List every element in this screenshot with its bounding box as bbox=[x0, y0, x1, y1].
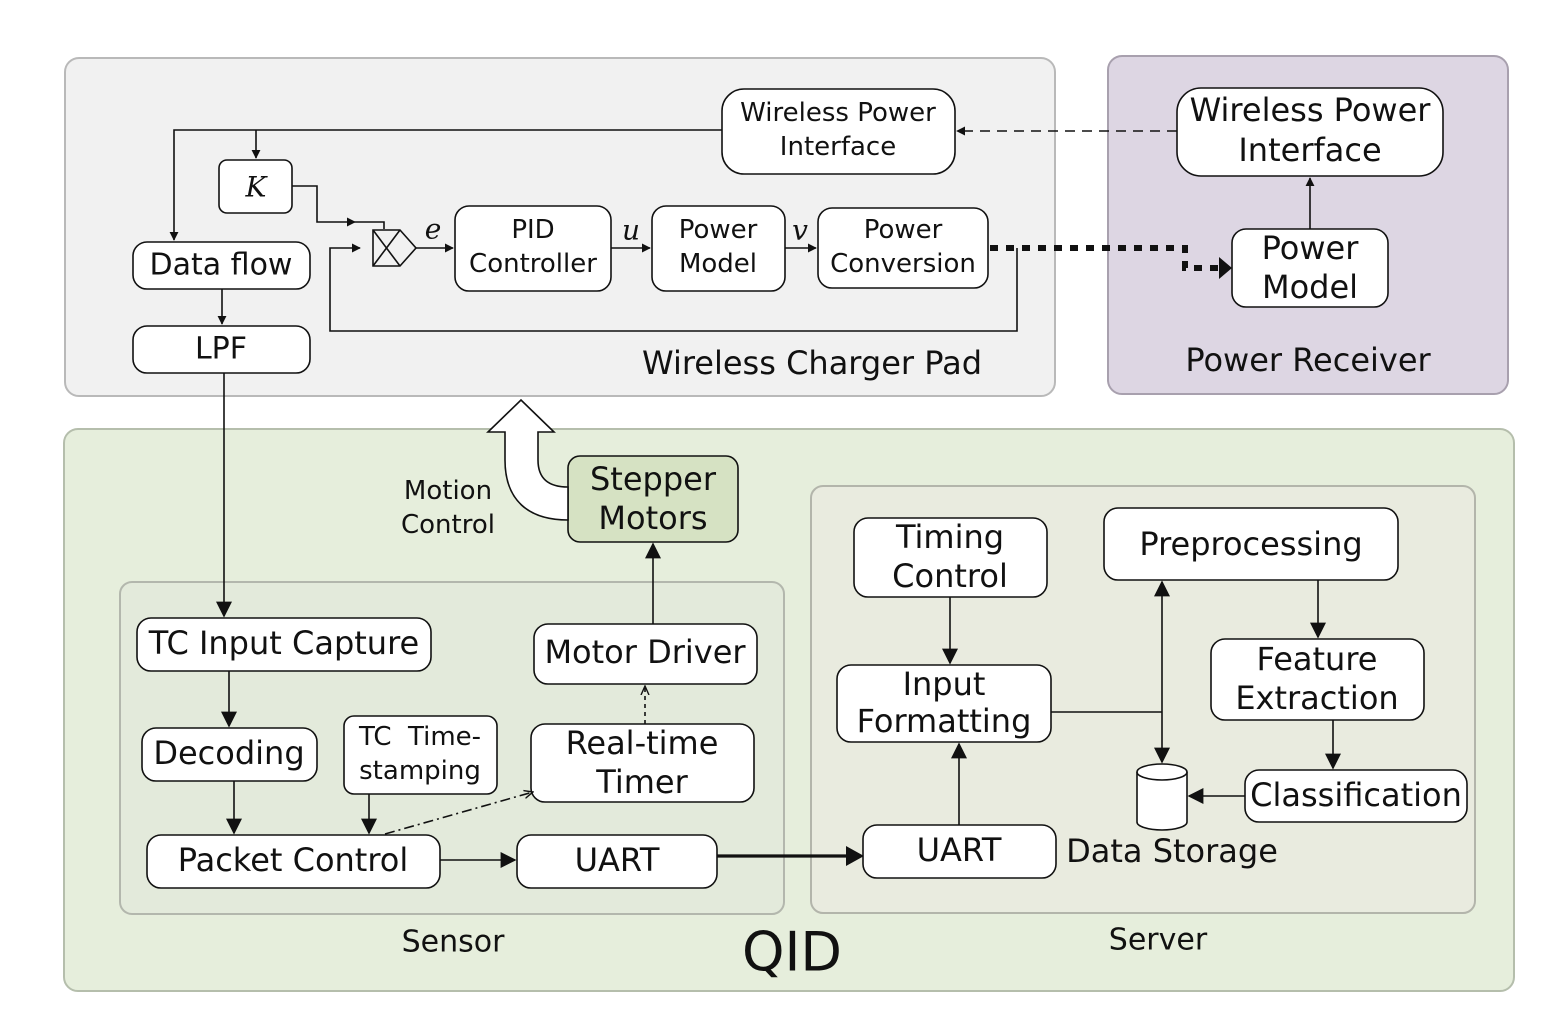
feature-extraction-block: Feature Extraction bbox=[1210, 638, 1425, 721]
tc-timestamping-line1: TC Time- bbox=[358, 722, 481, 752]
data-flow-label: Data flow bbox=[150, 248, 293, 283]
stepper-motors-block: Stepper Motors bbox=[567, 455, 739, 543]
server-uart-label: UART bbox=[917, 831, 1002, 869]
timing-control-line2: Control bbox=[892, 557, 1008, 595]
power-conversion-line1: Power bbox=[864, 215, 943, 245]
classification-label: Classification bbox=[1250, 776, 1462, 814]
gain-k-block: K bbox=[218, 159, 293, 214]
receiver-wpi-line1: Wireless Power bbox=[1190, 91, 1432, 129]
signal-v-label: v bbox=[792, 214, 808, 247]
pid-controller-block: PID Controller bbox=[454, 205, 612, 292]
charger-power-model-line1: Power bbox=[679, 215, 758, 245]
pid-label-line2: Controller bbox=[469, 249, 597, 279]
charger-wpi-label-line2: Interface bbox=[780, 132, 896, 162]
stepper-motors-line2: Motors bbox=[598, 499, 707, 537]
server-uart-block: UART bbox=[862, 824, 1057, 879]
data-flow-block: Data flow bbox=[132, 241, 311, 290]
classification-block: Classification bbox=[1244, 769, 1468, 823]
summing-junction bbox=[372, 229, 418, 267]
power-conversion-line2: Conversion bbox=[830, 249, 976, 279]
signal-e-label: e bbox=[425, 213, 442, 246]
charger-power-model-line2: Model bbox=[679, 249, 757, 279]
preprocessing-block: Preprocessing bbox=[1103, 507, 1399, 581]
sensor-uart-to-server-uart-arrowhead bbox=[846, 846, 864, 866]
tc-timestamping-line2: stamping bbox=[359, 756, 481, 786]
tc-input-capture-label: TC Input Capture bbox=[148, 624, 419, 662]
motion-control-line2: Control bbox=[401, 510, 495, 540]
power-conversion-block: Power Conversion bbox=[817, 207, 989, 289]
power-transfer-arrowhead bbox=[1219, 257, 1232, 279]
packet-control-block: Packet Control bbox=[146, 834, 441, 889]
server-title: Server bbox=[1109, 923, 1208, 958]
decoding-block: Decoding bbox=[141, 727, 318, 782]
charger-power-model-block: Power Model bbox=[651, 205, 786, 292]
real-time-timer-line1: Real-time bbox=[566, 724, 719, 762]
receiver-power-model-line1: Power bbox=[1262, 229, 1360, 267]
data-storage-icon bbox=[1136, 763, 1188, 831]
receiver-wpi-line2: Interface bbox=[1238, 131, 1381, 169]
motion-control-line1: Motion bbox=[404, 476, 492, 506]
receiver-wireless-power-interface-block: Wireless Power Interface bbox=[1176, 87, 1444, 177]
charger-wireless-power-interface-block: Wireless Power Interface bbox=[721, 88, 956, 175]
real-time-timer-block: Real-time Timer bbox=[530, 723, 755, 803]
signal-u-label: u bbox=[622, 214, 640, 247]
preprocessing-label: Preprocessing bbox=[1139, 525, 1362, 563]
wpi-to-dataflow-arrow bbox=[169, 129, 722, 241]
packet-control-label: Packet Control bbox=[178, 841, 409, 879]
sensor-uart-label: UART bbox=[575, 841, 660, 879]
receiver-power-model-line2: Model bbox=[1262, 268, 1358, 306]
wireless-charger-pad-title: Wireless Charger Pad bbox=[642, 344, 982, 382]
stepper-motors-line1: Stepper bbox=[590, 460, 717, 498]
feedback-loop-arrow bbox=[329, 243, 1018, 332]
k-to-junction-join bbox=[355, 221, 385, 229]
sensor-uart-block: UART bbox=[516, 834, 718, 889]
pid-label-line1: PID bbox=[511, 215, 554, 245]
tc-timestamping-block: TC Time- stamping bbox=[343, 715, 498, 795]
input-formatting-block: Input Formatting bbox=[836, 664, 1052, 743]
tc-input-capture-block: TC Input Capture bbox=[136, 617, 432, 672]
feature-extraction-line2: Extraction bbox=[1235, 679, 1398, 717]
charger-wpi-label-line1: Wireless Power bbox=[740, 98, 936, 128]
feature-extraction-line1: Feature bbox=[1257, 640, 1378, 678]
receiver-power-model-block: Power Model bbox=[1231, 228, 1389, 308]
motion-control-arrow bbox=[486, 398, 569, 521]
qid-title: QID bbox=[742, 921, 842, 984]
power-transfer-dotted-line bbox=[990, 245, 1220, 271]
timing-control-line1: Timing bbox=[895, 518, 1004, 556]
timing-control-block: Timing Control bbox=[853, 517, 1048, 598]
k-to-junction-arrow bbox=[292, 185, 356, 227]
data-storage-label: Data Storage bbox=[1066, 832, 1278, 870]
sensor-title: Sensor bbox=[402, 925, 505, 960]
decoding-label: Decoding bbox=[153, 734, 304, 772]
motor-driver-block: Motor Driver bbox=[533, 623, 758, 685]
input-formatting-line1: Input bbox=[903, 665, 986, 703]
packet-to-timer-dashdot-arrow bbox=[384, 792, 533, 835]
lpf-label: LPF bbox=[195, 332, 247, 367]
lpf-block: LPF bbox=[132, 325, 311, 374]
input-formatting-line2: Formatting bbox=[857, 702, 1032, 740]
real-time-timer-line2: Timer bbox=[595, 763, 688, 801]
motor-driver-label: Motor Driver bbox=[544, 633, 746, 671]
gain-k-label: K bbox=[245, 171, 269, 204]
power-receiver-title: Power Receiver bbox=[1185, 341, 1431, 379]
